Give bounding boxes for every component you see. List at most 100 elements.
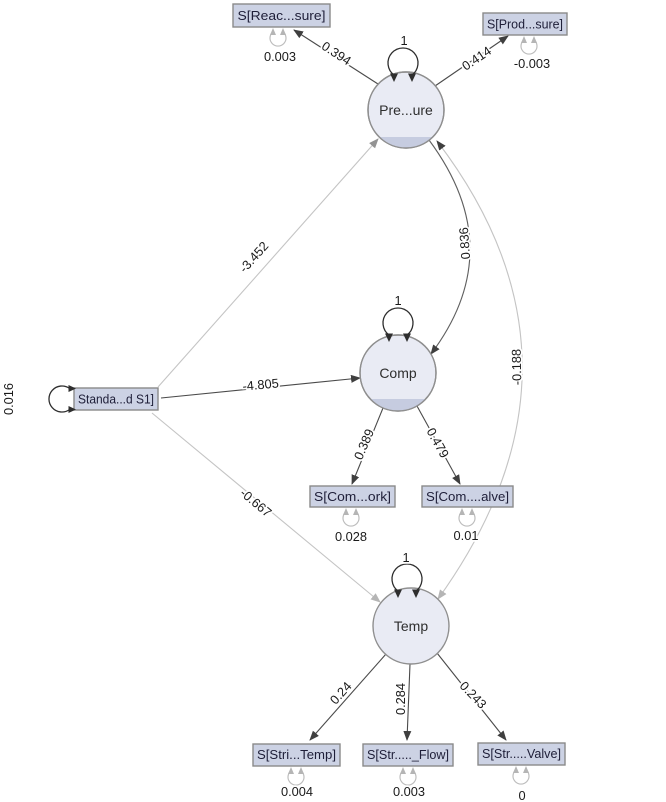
comp-variance-label: 1 (394, 293, 401, 308)
residual-arrow (513, 766, 519, 773)
residual-loop (520, 39, 538, 55)
manifest-label: S[Str.....Valve] (482, 747, 561, 761)
residual-label: 0.028 (335, 529, 367, 544)
exogenous-label: Standa...d S1] (78, 393, 154, 407)
manifest-label: S[Stri...Temp] (257, 748, 336, 762)
residual-label: 0.003 (393, 784, 425, 799)
manifest-node-reac: S[Reac...sure] 0.003 (232, 3, 331, 66)
exogenous-rect (73, 387, 159, 411)
edge-comp-to-valve (416, 405, 461, 485)
residual-label: 0.01 (454, 528, 479, 543)
residual-loop (287, 770, 305, 786)
residual-loop (458, 511, 476, 527)
residual-loop (399, 770, 417, 786)
edge-s1-to-comp (160, 374, 361, 399)
s1-loop-arrow-bottom (68, 406, 76, 413)
pressure-loop-arrow-right (408, 73, 416, 82)
edge-temp-to-temp-ind (309, 653, 387, 741)
manifest-rect (309, 485, 396, 508)
manifest-rect (362, 743, 454, 767)
manifest-node-str-flow: S[Str....._Flow] 0.003 (362, 743, 454, 801)
residual-label: -0.003 (514, 56, 550, 71)
residual-label: 0.003 (264, 49, 296, 64)
edge-pressure-to-prod (434, 35, 509, 87)
residual-loop (512, 769, 530, 785)
edge-label-s1-to-pressure: -3.452 (236, 238, 271, 275)
manifest-rect (232, 3, 331, 28)
manifest-node-com-work: S[Com...ork] 0.028 (309, 485, 396, 546)
edge-label-comp-to-work: 0.389 (351, 427, 377, 462)
residual-arrow (298, 767, 304, 774)
residual-arrow (400, 767, 406, 774)
edge-temp-to-flow (403, 663, 412, 741)
edge-pressure-to-reac (293, 29, 379, 85)
pressure-variance-loop (387, 47, 419, 76)
edge-s1-to-temp (151, 412, 381, 603)
residual-loop (342, 511, 360, 527)
edge-label-s1-to-temp: -0.667 (237, 485, 274, 520)
edge-label-pressure-to-comp: 0.836 (456, 227, 473, 260)
edge-comp-to-work (351, 407, 384, 485)
edges (151, 29, 523, 741)
latent-label-temp: Temp (394, 618, 428, 634)
latent-label-comp: Comp (379, 365, 417, 381)
manifest-node-str-valve: S[Str.....Valve] 0 (477, 742, 566, 802)
temp-variance-label: 1 (402, 550, 409, 565)
latent-node-comp: Comp 1 (359, 291, 437, 412)
residual-arrow (469, 508, 475, 515)
edge-s1-to-pressure (157, 138, 379, 388)
edge-label-pressure-to-reac: 0.394 (319, 38, 354, 68)
manifest-label: S[Com....alve] (426, 490, 509, 504)
manifest-node-stri-temp: S[Stri...Temp] 0.004 (252, 743, 341, 801)
residual-arrow (353, 508, 359, 515)
residual-arrow (410, 767, 416, 774)
edge-label-temp-to-temp-ind: 0.24 (327, 679, 355, 708)
manifest-rect (252, 743, 341, 767)
edge-pressure-to-comp (428, 139, 471, 355)
comp-variance-loop (382, 307, 414, 336)
pressure-loop-arrow-left (390, 73, 398, 82)
edge-label-temp-to-valve: 0.243 (457, 678, 490, 711)
residual-arrow (270, 28, 276, 35)
edge-temp-pressure-cov (436, 140, 523, 600)
manifest-rect (421, 485, 514, 508)
manifest-label: S[Str....._Flow] (367, 748, 449, 762)
edge-label-temp-pressure-cov: -0.188 (509, 349, 525, 386)
manifest-rect (482, 12, 568, 36)
temp-loop-arrow-right (412, 589, 420, 598)
residual-arrow (531, 36, 537, 43)
edge-label-pressure-to-prod: 0.414 (459, 43, 494, 73)
residual-loop (269, 31, 287, 47)
residual-label: 0 (518, 788, 525, 802)
temp-loop-arrow-left (394, 589, 402, 598)
edge-temp-to-valve (436, 652, 507, 741)
comp-loop-arrow-right (403, 333, 411, 342)
manifest-node-prod: S[Prod...sure] -0.003 (482, 12, 568, 73)
s1-variance-label: 0.016 (1, 383, 16, 415)
comp-loop-arrow-left (385, 333, 393, 342)
manifest-label: S[Reac...sure] (238, 9, 326, 23)
residual-arrow (523, 766, 529, 773)
manifest-node-com-valve: S[Com....alve] 0.01 (421, 485, 514, 545)
latent-label-pressure: Pre...ure (379, 102, 433, 118)
s1-loop-arrow-top (68, 385, 76, 392)
residual-arrow (280, 28, 286, 35)
manifest-label: S[Prod...sure] (487, 18, 563, 32)
s1-variance-loop (48, 385, 70, 413)
residual-arrow (343, 508, 349, 515)
manifest-label: S[Com...ork] (314, 490, 391, 504)
residual-arrow (288, 767, 294, 774)
latent-node-temp: Temp 1 (372, 548, 450, 665)
edge-label-s1-to-comp: -4.805 (242, 375, 279, 393)
latent-node-pressure: Pre...ure 1 (367, 31, 445, 149)
temp-variance-loop (391, 563, 423, 592)
manifest-rect (477, 742, 566, 766)
exogenous-node-s1: Standa...d S1] 0.016 (0, 381, 159, 417)
residual-arrow (459, 508, 465, 515)
residual-label: 0.004 (281, 784, 313, 799)
edge-label-comp-to-valve: 0.479 (424, 425, 453, 460)
edge-label-temp-to-flow: 0.284 (393, 683, 408, 715)
residual-arrow (521, 36, 527, 43)
